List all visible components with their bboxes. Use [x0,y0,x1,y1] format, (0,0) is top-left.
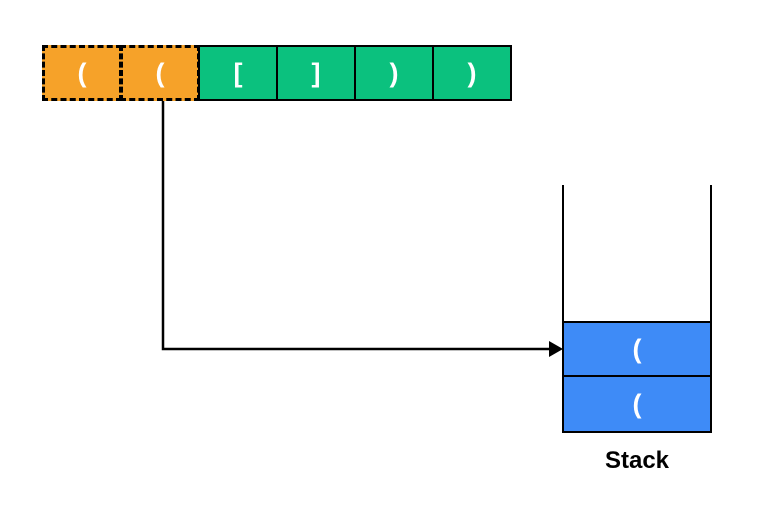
stack-wall-right [710,185,712,433]
stack-label: Stack [604,447,670,474]
sequence-cell-6: ) [432,45,512,101]
bracket-glyph: ( [632,388,642,419]
stack-wall-left [562,185,564,433]
stack-item-top: ( [562,321,712,377]
sequence-cell-1: ( [42,45,122,101]
sequence-cell-3: [ [198,45,278,101]
bracket-glyph: ) [467,57,477,88]
bracket-glyph: ] [311,57,321,88]
arrowhead-icon [549,341,563,357]
bracket-glyph: ( [632,333,642,364]
bracket-glyph: ) [389,57,399,88]
sequence-cell-5: ) [354,45,434,101]
bracket-glyph: [ [233,57,243,88]
bracket-sequence: ( ( [ ] ) ) [42,45,512,101]
sequence-cell-2: ( [120,45,200,101]
bracket-glyph: ( [155,57,165,88]
stack-item-bottom: ( [562,375,712,433]
sequence-cell-4: ] [276,45,356,101]
bracket-glyph: ( [77,57,87,88]
